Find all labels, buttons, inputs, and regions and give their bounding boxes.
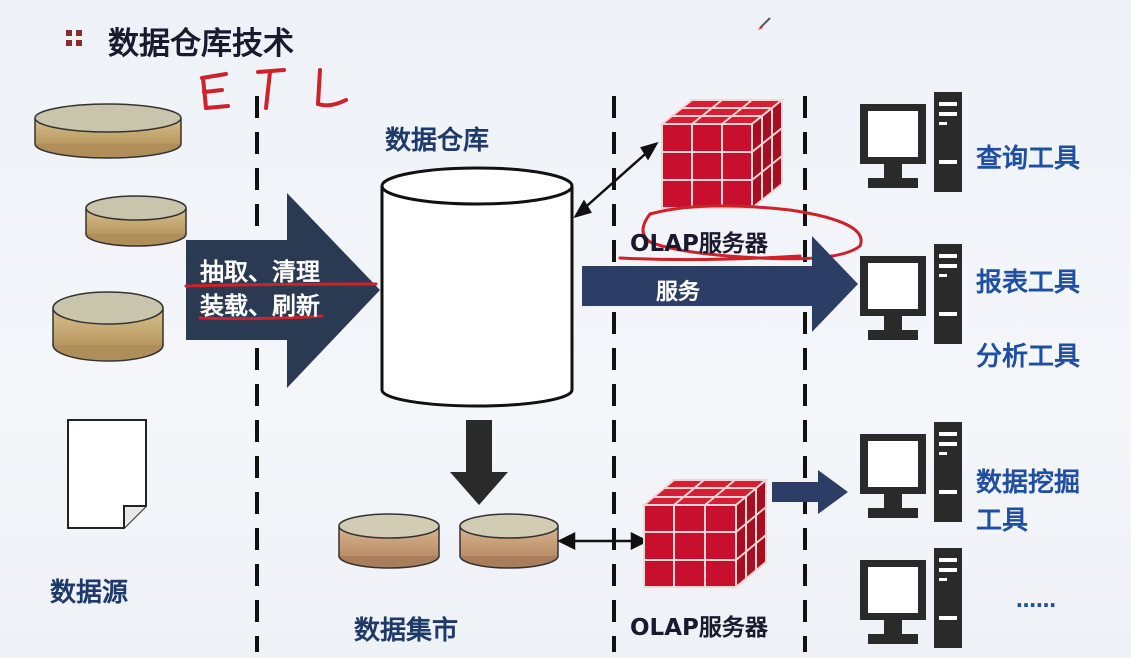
tool-report-label: 报表工具	[976, 268, 1081, 298]
etl-annotation	[200, 68, 348, 110]
mart-olap-double-arrow	[557, 531, 649, 551]
olap-cube-bottom	[641, 477, 769, 590]
tool-more-label: ……	[1016, 588, 1056, 612]
olap-cube-top	[659, 97, 785, 211]
data-mart-disk-2	[459, 513, 559, 569]
data-mart-label: 数据集市	[354, 616, 459, 646]
warehouse-olap-double-arrow	[573, 141, 659, 219]
data-source-disk-3	[52, 291, 164, 362]
data-mart-disk-1	[338, 513, 440, 569]
data-source-label: 数据源	[50, 578, 129, 608]
service-label: 服务	[656, 280, 701, 305]
warehouse-label: 数据仓库	[385, 126, 490, 156]
mining-arrow	[772, 470, 848, 514]
data-source-disk-2	[85, 195, 187, 247]
tool-analysis-label: 分析工具	[976, 342, 1081, 372]
dashed-separators	[255, 96, 807, 652]
olap-server-top-label: OLAP服务器	[630, 231, 768, 257]
computer-icon-mining	[860, 422, 962, 522]
olap-circle-annotation	[618, 204, 863, 262]
page-title: 数据仓库技术	[108, 26, 294, 62]
olap-server-bottom-label: OLAP服务器	[630, 615, 768, 641]
down-arrow	[450, 420, 508, 505]
etl-arrow-label-2: 装载、刷新	[200, 292, 320, 320]
tool-mining-label-1: 数据挖掘	[976, 468, 1081, 498]
document-icon	[67, 419, 147, 529]
computer-icon-more	[860, 548, 962, 648]
etl-arrow-label-1: 抽取、清理	[200, 258, 320, 286]
etl-underline-annotation	[184, 282, 378, 321]
tool-query-label: 查询工具	[976, 144, 1081, 174]
data-warehouse-cylinder	[380, 166, 574, 408]
service-arrow	[582, 236, 858, 332]
data-source-disk-1	[34, 103, 182, 159]
title-bullet-icon	[64, 28, 84, 48]
computer-icon-report	[860, 244, 962, 344]
etl-arrow	[186, 193, 380, 388]
computer-icon-query	[860, 92, 962, 192]
pen-cursor-icon	[758, 17, 771, 30]
tool-mining-label-2: 工具	[976, 506, 1029, 536]
